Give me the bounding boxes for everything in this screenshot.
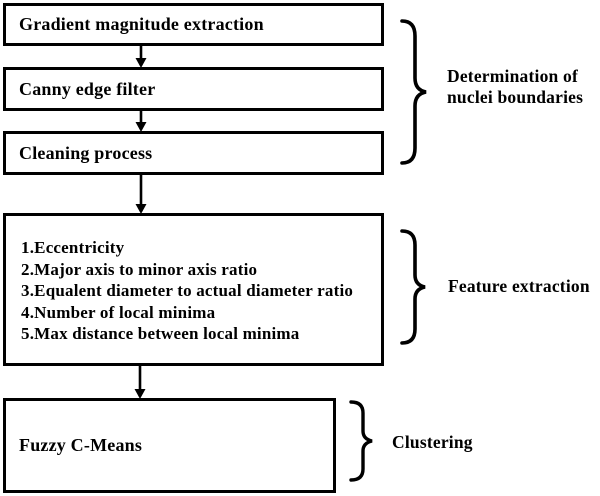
flow-step-label: Fuzzy C-Means <box>19 435 143 455</box>
arrow-down-icon <box>134 365 146 399</box>
flow-step-gradient-magnitude: Gradient magnitude extraction <box>3 3 384 46</box>
feature-item: 4.Number of local minima <box>21 302 216 322</box>
curly-brace-icon <box>400 19 427 165</box>
flow-step-fuzzy-c-means: Fuzzy C-Means <box>3 398 336 493</box>
feature-item: 3.Equalent diameter to actual diameter r… <box>21 281 354 300</box>
flow-step-cleaning-process: Cleaning process <box>3 131 384 175</box>
feature-item: 1.Eccentricity <box>21 238 125 257</box>
flow-step-canny-edge-filter: Canny edge filter <box>3 67 384 111</box>
arrow-down-icon <box>135 45 147 68</box>
flow-step-label: Cleaning process <box>19 142 153 163</box>
flow-step-label: Canny edge filter <box>19 78 156 99</box>
flow-step-label: Gradient magnitude extraction <box>19 14 264 34</box>
curly-brace-icon <box>349 400 373 482</box>
flow-step-feature-list: 1.Eccentricity 2.Major axis to minor axi… <box>3 213 384 366</box>
curly-brace-icon <box>400 229 426 345</box>
arrow-down-icon <box>135 174 147 214</box>
stage-label-clustering: Clustering <box>392 432 473 452</box>
arrow-down-icon <box>135 110 147 132</box>
stage-label-feature-extraction: Feature extraction <box>448 276 590 296</box>
stage-label-nuclei-boundaries: Determination of nuclei boundaries <box>447 66 584 107</box>
feature-item: 5.Max distance between local minima <box>21 324 300 343</box>
feature-item: 2.Major axis to minor axis ratio <box>21 259 258 279</box>
